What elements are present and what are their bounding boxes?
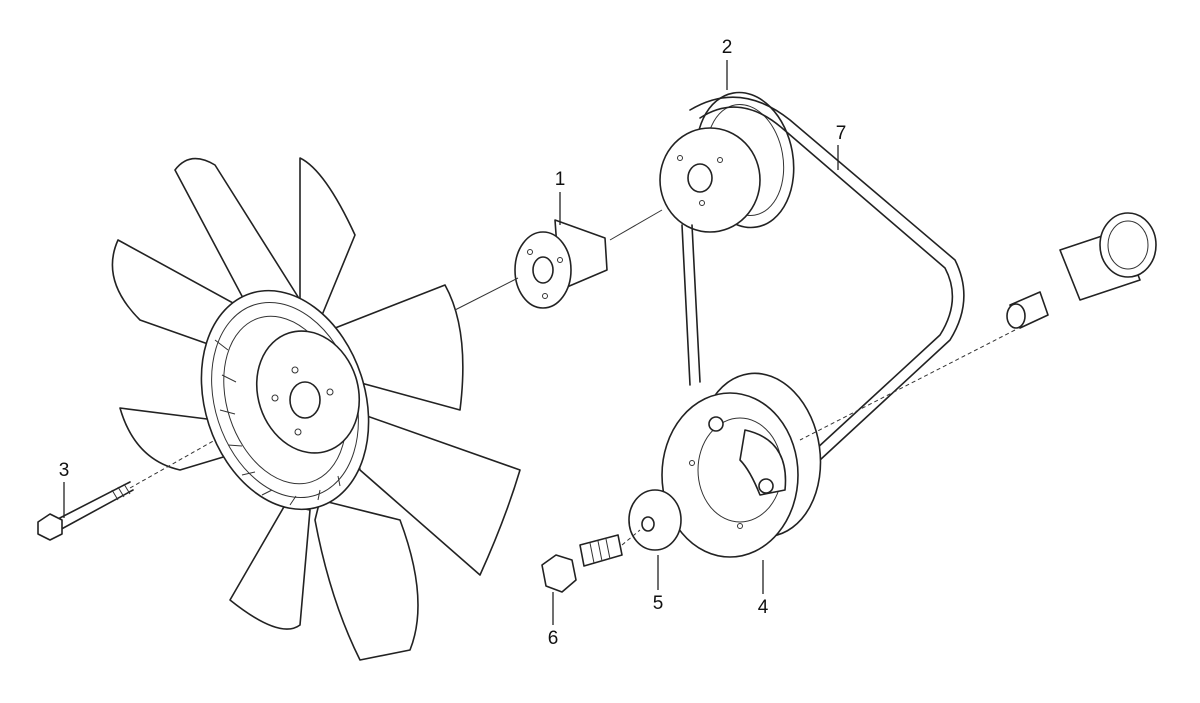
callout-1: 1 [555, 169, 566, 190]
v-belt [681, 96, 965, 461]
long-bolt [37, 439, 216, 541]
pulley-bolt [541, 529, 641, 593]
callout-5: 5 [653, 593, 664, 614]
callout-labels: 1 2 3 4 5 6 7 [59, 37, 847, 649]
spacer-flange [454, 209, 663, 311]
callout-4: 4 [758, 597, 769, 618]
callout-2: 2 [722, 37, 733, 58]
crankshaft-end [799, 212, 1157, 441]
callout-3: 3 [59, 460, 70, 481]
washer [628, 489, 682, 551]
callout-6: 6 [548, 628, 559, 649]
callout-7: 7 [836, 123, 847, 144]
callout-leaders [63, 60, 839, 625]
crankshaft-pulley [661, 372, 822, 558]
fan-clutch-hub [200, 289, 370, 511]
fan-pulley [659, 91, 795, 233]
